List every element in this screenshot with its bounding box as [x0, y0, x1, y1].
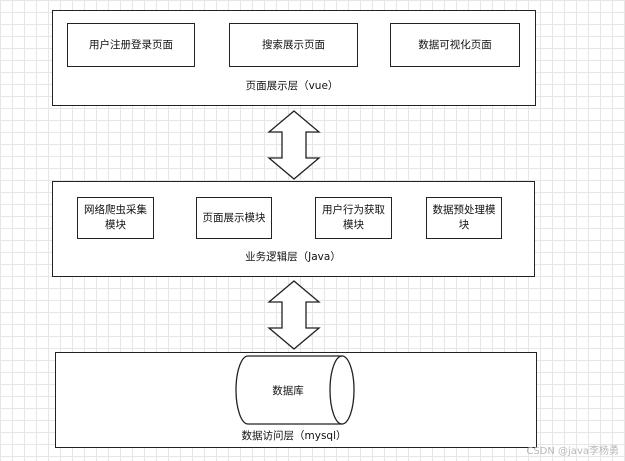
data-access-layer-caption: 数据访问层（mysql）: [241, 430, 347, 442]
data-preprocessing-module-box: 数据预处理模块: [426, 197, 502, 239]
web-crawler-module-box: 网络爬虫采集模块: [77, 197, 154, 239]
double-arrow-icon: [267, 110, 321, 180]
watermark: CSDN @java李杨勇: [526, 446, 619, 457]
user-register-login-page-box: 用户注册登录页面: [67, 23, 195, 67]
data-visualization-page-box: 数据可视化页面: [390, 23, 520, 67]
search-display-page-box: 搜索展示页面: [229, 23, 358, 67]
database-label: 数据库: [272, 385, 304, 397]
page-display-module-box: 页面展示模块: [196, 197, 272, 239]
double-arrow-icon: [267, 280, 321, 350]
user-behavior-module-box: 用户行为获取模块: [315, 197, 392, 239]
presentation-layer-caption: 页面展示层（vue）: [245, 80, 339, 92]
database-cylinder-icon: [235, 355, 355, 425]
business-logic-layer-caption: 业务逻辑层（Java）: [245, 251, 341, 263]
